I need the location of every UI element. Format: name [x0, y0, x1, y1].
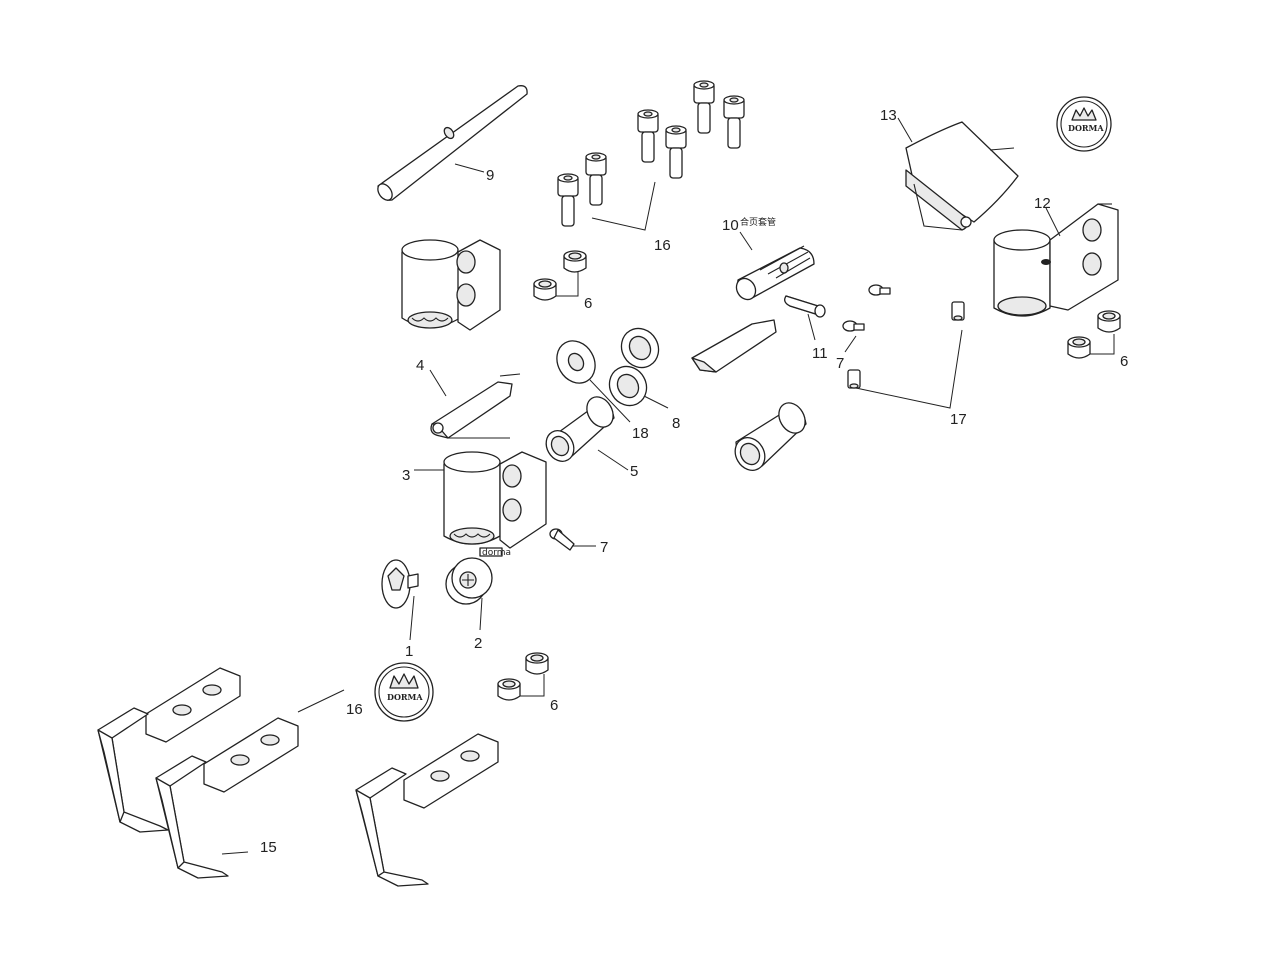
- label-7-right: 7: [836, 355, 844, 372]
- leader-18: [589, 379, 631, 423]
- leader-6-upper: [556, 272, 579, 297]
- label-6-upper: 6: [584, 295, 592, 312]
- part-9-pin: [377, 85, 528, 201]
- part-8-rings: [608, 327, 660, 407]
- leader-16-top: [591, 181, 656, 231]
- label-13: 13: [880, 107, 897, 124]
- leaf-plate-middle: [691, 319, 777, 373]
- part-17-studs: [847, 301, 965, 389]
- label-10: 10: [722, 217, 739, 234]
- label-11: 11: [812, 345, 828, 362]
- label-4: 4: [416, 357, 424, 374]
- leader-7-right: [844, 335, 857, 353]
- label-8: 8: [672, 415, 680, 432]
- logo-bottom-text: DORMA: [387, 692, 423, 702]
- label-6-bottom: 6: [550, 697, 558, 714]
- leader-4: [429, 369, 447, 397]
- part-16-bolts: [557, 80, 745, 227]
- leader-6-bottom: [520, 674, 545, 697]
- part-6-nuts-right: [1067, 310, 1121, 359]
- part-15-brackets: [97, 707, 429, 887]
- part-16-rails: [145, 667, 499, 809]
- leader-12: [1045, 207, 1061, 237]
- label-5: 5: [630, 463, 638, 480]
- label-3: 3: [402, 467, 410, 484]
- part-5-bushing: [545, 396, 615, 462]
- leader-2: [479, 597, 483, 631]
- label-16-top: 16: [654, 237, 671, 254]
- label-6-right: 6: [1120, 353, 1128, 370]
- leader-9: [454, 163, 485, 173]
- logo-bottom: DORMA: [374, 662, 434, 722]
- part-2-threaded-cap: [445, 557, 493, 605]
- label-7-lower: 7: [600, 539, 608, 556]
- part-7-screws-right: [842, 284, 891, 332]
- stamp-text: dorma: [482, 548, 511, 558]
- label-1: 1: [405, 643, 413, 660]
- part-6-nuts-upper: [533, 250, 587, 301]
- label-16-bottom: 16: [346, 701, 363, 718]
- leader-17: [855, 329, 963, 409]
- part-4-leaf: [430, 373, 521, 439]
- leader-1: [409, 595, 415, 641]
- leader-15: [221, 851, 249, 855]
- leader-10: [739, 231, 753, 251]
- part-1-cap: [381, 559, 419, 609]
- label-12: 12: [1034, 195, 1051, 212]
- part-7-screw-lower: [549, 528, 575, 551]
- logo-top: DORMA: [1056, 96, 1112, 152]
- leader-5: [597, 449, 629, 471]
- label-9: 9: [486, 167, 494, 184]
- leader-16-bottom: [297, 689, 345, 713]
- leader-13: [897, 117, 913, 143]
- part-11-pin: [784, 295, 826, 318]
- part-18-washer: [556, 340, 596, 384]
- label-2: 2: [474, 635, 482, 652]
- part-6-nuts-bottom: [497, 652, 549, 701]
- leader-11: [807, 313, 816, 341]
- part-12-hinge-body: [993, 203, 1119, 317]
- label-18: 18: [632, 425, 649, 442]
- label-17: 17: [950, 411, 967, 428]
- leader-6-right: [1090, 334, 1115, 355]
- logo-top-text: DORMA: [1068, 123, 1104, 133]
- hinge-body-upper: [401, 239, 501, 331]
- part-10-sleeve: [735, 245, 815, 301]
- part-13-leaf: [905, 121, 1019, 231]
- label-10-text: 合页套管: [740, 216, 776, 228]
- part-3-hinge-body: dorma: [443, 451, 547, 558]
- label-15: 15: [260, 839, 277, 856]
- leader-8: [643, 395, 669, 409]
- bushing-center: [734, 402, 807, 471]
